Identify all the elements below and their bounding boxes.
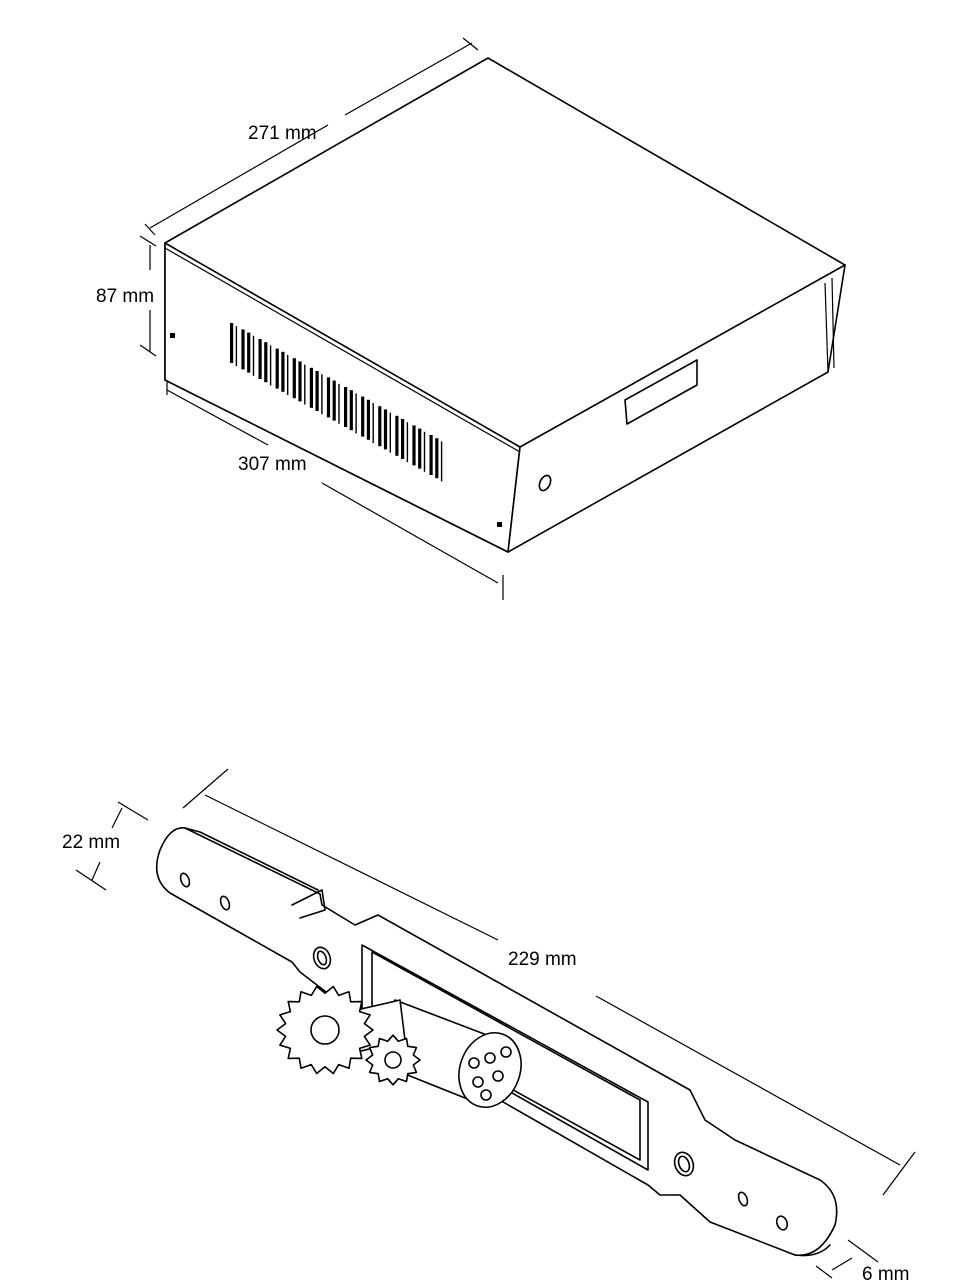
vent-slot bbox=[298, 361, 302, 402]
gear-hub bbox=[310, 1015, 340, 1045]
bracket-top-edge bbox=[184, 827, 319, 891]
motor-cap-hole bbox=[492, 1070, 504, 1082]
dimension-6: 6 mm bbox=[815, 1239, 910, 1281]
vent-slots bbox=[230, 323, 443, 482]
dimension-271: 271 mm bbox=[144, 37, 479, 236]
vent-slot bbox=[361, 396, 365, 437]
large-gear bbox=[276, 985, 374, 1075]
vent-slot bbox=[264, 342, 268, 383]
threaded-hole bbox=[312, 946, 332, 970]
motor-end-cap bbox=[458, 1032, 522, 1108]
dim-label-6: 6 mm bbox=[862, 1264, 910, 1281]
vent-slot bbox=[252, 335, 255, 376]
corner-marker bbox=[170, 333, 175, 338]
motor-cap-hole bbox=[480, 1089, 492, 1101]
small-gear bbox=[365, 1034, 421, 1086]
dim-label-87: 87 mm bbox=[96, 286, 154, 307]
vent-slot bbox=[326, 377, 331, 418]
vent-slot bbox=[281, 351, 285, 392]
bracket-window-inner bbox=[371, 951, 641, 1161]
dim-label-271: 271 mm bbox=[248, 123, 317, 144]
vent-slot bbox=[309, 367, 313, 408]
motor-cap-hole bbox=[484, 1052, 496, 1064]
vent-slot bbox=[372, 403, 374, 443]
gear-teeth bbox=[365, 1034, 421, 1086]
vent-slot bbox=[304, 364, 306, 405]
enclosure-box: 271 mm 87 mm 307 mm bbox=[96, 37, 846, 600]
bracket-notch bbox=[291, 889, 326, 919]
vent-slot bbox=[275, 348, 279, 389]
vent-slot bbox=[418, 428, 422, 469]
vent-slot bbox=[429, 435, 433, 475]
motor-cap-hole bbox=[468, 1057, 480, 1069]
bracket-window bbox=[361, 944, 649, 1171]
vent-slot bbox=[338, 383, 340, 424]
dim-label-22: 22 mm bbox=[62, 832, 120, 853]
vent-slot bbox=[332, 380, 336, 421]
gear-teeth bbox=[276, 985, 374, 1075]
mount-hole bbox=[775, 1215, 789, 1231]
bracket-end-edge bbox=[794, 1244, 831, 1257]
label-plate bbox=[624, 359, 698, 425]
threaded-hole-inner bbox=[677, 1155, 691, 1173]
vent-slot bbox=[440, 441, 443, 482]
vent-slot bbox=[389, 412, 391, 453]
vent-slot bbox=[235, 326, 238, 367]
vent-slot bbox=[321, 374, 323, 415]
vent-slot bbox=[344, 387, 348, 427]
dim-label-307: 307 mm bbox=[238, 454, 307, 475]
motor-cap-hole bbox=[472, 1076, 484, 1088]
vent-slot bbox=[230, 323, 234, 363]
vent-slot bbox=[355, 393, 357, 434]
mount-hole bbox=[219, 895, 231, 911]
mount-hole bbox=[737, 1191, 749, 1207]
dimension-229: 229 mm bbox=[182, 768, 916, 1196]
corner-marker bbox=[497, 522, 502, 527]
vent-slot bbox=[241, 329, 245, 370]
dimension-307: 307 mm bbox=[166, 380, 504, 600]
box-front-rim bbox=[164, 247, 521, 453]
motor-cap-hole bbox=[500, 1046, 512, 1058]
box-right-rim bbox=[824, 282, 829, 373]
vent-slot bbox=[401, 419, 405, 459]
box-right-rim-inner bbox=[831, 277, 835, 369]
vent-slot bbox=[269, 345, 272, 386]
vent-slot bbox=[315, 371, 319, 411]
dimension-22: 22 mm bbox=[62, 801, 149, 891]
vent-slot bbox=[406, 422, 409, 463]
dim-label-229: 229 mm bbox=[508, 949, 577, 970]
vent-slot bbox=[247, 332, 251, 373]
mount-hole bbox=[179, 872, 191, 888]
threaded-hole-inner bbox=[316, 950, 328, 966]
vent-slot bbox=[423, 431, 426, 472]
vent-slot bbox=[349, 390, 353, 431]
gear-hub bbox=[384, 1051, 402, 1069]
motor-bracket: 229 mm 22 mm 6 mm bbox=[62, 768, 916, 1281]
vent-slot bbox=[258, 339, 262, 379]
dimension-87: 87 mm bbox=[96, 235, 157, 357]
vent-slot bbox=[378, 406, 382, 447]
vent-slot bbox=[383, 409, 388, 450]
vent-slot bbox=[366, 399, 370, 440]
screw-hole bbox=[538, 474, 552, 492]
vent-slot bbox=[395, 415, 399, 456]
vent-slot bbox=[435, 438, 439, 479]
vent-slot bbox=[287, 355, 289, 395]
threaded-hole bbox=[673, 1151, 695, 1177]
vent-slot bbox=[412, 425, 416, 466]
vent-slot bbox=[292, 358, 296, 399]
